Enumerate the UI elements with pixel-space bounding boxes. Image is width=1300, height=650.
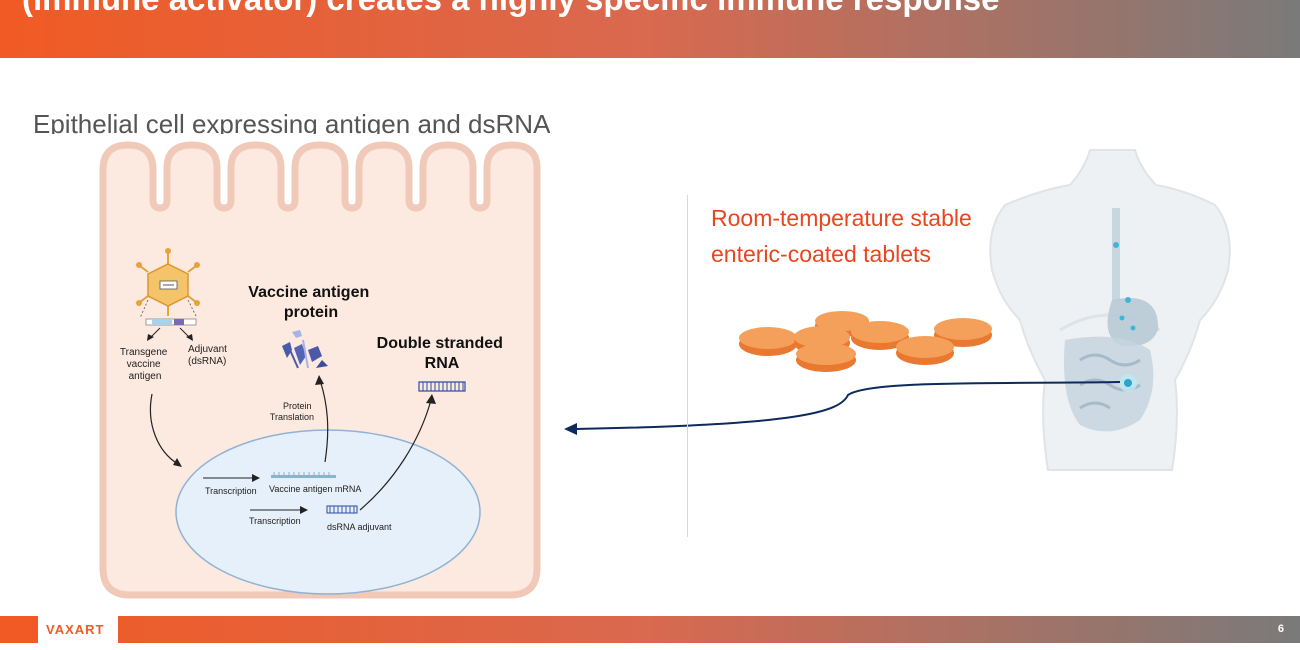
cell-subtitle: Epithelial cell expressing antigen and d… (33, 109, 551, 134)
mrna-strand-icon (271, 475, 336, 478)
virus-particle-icon (136, 248, 200, 316)
adjuvant-label: Adjuvant (dsRNA) (188, 344, 230, 367)
logo-accent (0, 616, 38, 643)
vaxart-logo: VAXART (46, 622, 105, 637)
header-bar: (immune activator) creates a highly spec… (0, 0, 1300, 58)
translation-arrow (319, 379, 329, 463)
page-number: 6 (1277, 623, 1284, 635)
slide-title: (immune activator) creates a highly spec… (22, 0, 1000, 18)
transgene-label: Transgene vaccine antigen (120, 347, 170, 382)
dsrna-export-arrow (359, 399, 432, 511)
protein-heading: Vaccine antigen protein (248, 284, 373, 321)
footer-bar (0, 616, 1300, 643)
transgene-to-nucleus-arrow (149, 393, 179, 465)
transcription-label-2: Transcription (249, 516, 301, 526)
column-divider (687, 195, 688, 537)
nucleus (175, 429, 481, 595)
dsrna-adjuvant-label: dsRNA adjuvant (327, 522, 392, 532)
tablets-caption: Room-temperature stable enteric-coated t… (711, 205, 972, 267)
mrna-label: Vaccine antigen mRNA (269, 484, 361, 494)
translation-label: Protein Translation (270, 401, 314, 422)
protein-icon (282, 330, 328, 369)
human-torso-illustration (989, 149, 1231, 471)
dsrna-icon (418, 381, 466, 392)
transcription-label-1: Transcription (205, 486, 257, 496)
dsrna-adjuvant-icon (326, 505, 358, 514)
tablets-illustration (739, 311, 992, 372)
transgene-construct-icon (145, 318, 197, 326)
delivery-arrow (574, 381, 1121, 430)
dsrna-heading: Double stranded RNA (377, 335, 508, 372)
